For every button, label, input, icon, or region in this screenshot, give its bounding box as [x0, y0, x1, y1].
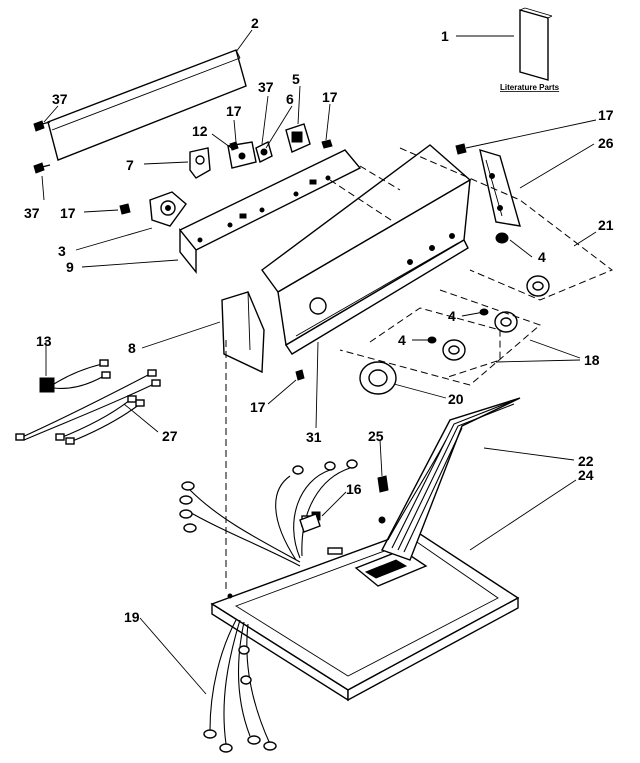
screw-37-top: [33, 120, 51, 132]
connector-16: [299, 513, 321, 533]
callout-4-a: 4: [538, 249, 546, 265]
callout-2: 2: [251, 15, 259, 31]
wire-harness-22: [381, 397, 521, 561]
callout-19: 19: [124, 609, 140, 625]
selector-switch: [285, 123, 311, 153]
timer: [149, 191, 187, 227]
callout-4-c: 4: [398, 332, 406, 348]
main-top: [210, 516, 520, 702]
callout-17-e: 17: [250, 399, 266, 415]
callout-1: 1: [441, 28, 449, 44]
callout-17-b: 17: [322, 89, 338, 105]
callout-20: 20: [448, 391, 464, 407]
callout-3: 3: [58, 243, 66, 259]
callout-8: 8: [128, 340, 136, 356]
callout-17-c: 17: [598, 107, 614, 123]
screw-17-b: [321, 139, 333, 149]
switch: [189, 147, 211, 179]
callout-4-b: 4: [448, 308, 456, 324]
callout-22: 22: [578, 453, 594, 469]
wire-harness-27: [15, 359, 161, 445]
screw-17-a: [229, 141, 239, 151]
callout-9: 9: [66, 259, 74, 275]
literature-parts-booklet: Literature Parts: [500, 7, 560, 92]
screw-17-c: [455, 143, 467, 155]
knob-small-1: [442, 339, 466, 361]
callout-17-d: 17: [60, 205, 76, 221]
console-end-cap-right: [479, 148, 521, 227]
screw-25: [377, 475, 389, 493]
callout-6: 6: [286, 91, 294, 107]
literature-caption: Literature Parts: [500, 83, 560, 92]
console-end-cap-left: [221, 291, 265, 374]
callout-26: 26: [598, 135, 614, 151]
callout-27: 27: [162, 428, 178, 444]
screw-17-e: [295, 369, 305, 381]
callout-37-bottom: 37: [24, 205, 40, 221]
callout-37-top: 37: [52, 91, 68, 107]
console: [261, 144, 472, 355]
callout-13: 13: [36, 333, 52, 349]
callout-25: 25: [368, 428, 384, 444]
knob-small-2: [494, 311, 518, 333]
callout-24: 24: [578, 467, 594, 483]
callout-18: 18: [584, 352, 600, 368]
leader-lines: [41, 29, 597, 695]
rear-panel: [47, 49, 247, 161]
callout-37-mid: 37: [258, 79, 274, 95]
dashed-outlines: [225, 147, 613, 590]
wire-harness-19: [203, 619, 277, 753]
callout-labels: 1 2 37 37 37 17 5 6 17 17 12 7 26 17 3 9…: [24, 15, 614, 625]
callout-17-a: 17: [226, 103, 242, 119]
control-panel-bracket: [178, 149, 362, 274]
callout-16: 16: [346, 481, 362, 497]
callout-5: 5: [292, 71, 300, 87]
callout-7: 7: [126, 157, 134, 173]
screw-37-bottom: [33, 162, 51, 174]
knob-small-3: [526, 275, 550, 297]
push-to-start-switch: [255, 140, 273, 164]
screw-17-d: [119, 203, 131, 215]
callout-21: 21: [598, 217, 614, 233]
callout-12: 12: [192, 123, 208, 139]
callout-31: 31: [306, 429, 322, 445]
knob-timer: [359, 361, 397, 395]
